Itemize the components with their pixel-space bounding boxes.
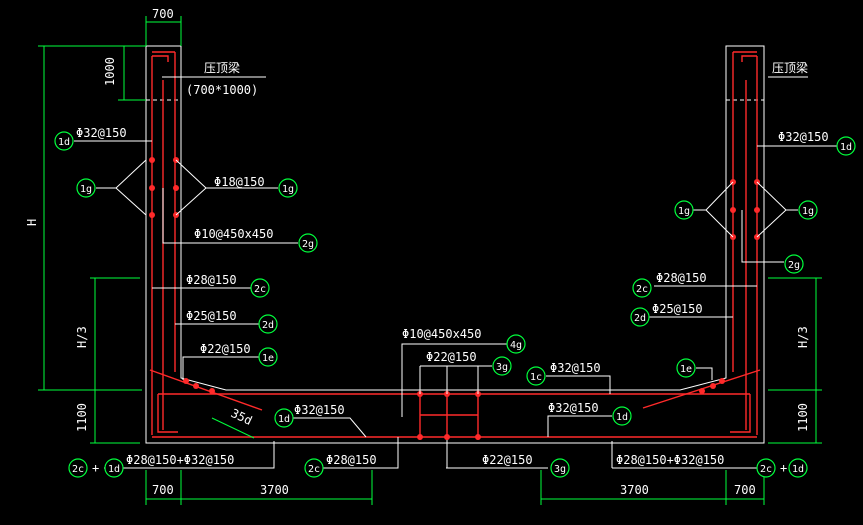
dim-beam-1000: 1000 — [103, 57, 117, 86]
tag-1g-b: 1g — [278, 178, 298, 198]
rebar-haunch-left — [149, 369, 263, 411]
dim-bottom-700-left: 700 — [152, 483, 174, 497]
label-phi10-left: Φ10@450x450 — [194, 227, 273, 241]
rebar — [149, 51, 761, 440]
tag-1g-c: 1g — [674, 200, 694, 220]
label-phi28-32-left: Φ28@150+Φ32@150 — [126, 453, 234, 467]
beam-size-left: (700*1000) — [186, 83, 258, 97]
leader-lines — [74, 76, 838, 469]
tag-1g-a: 1g — [76, 178, 96, 198]
plus-sign-right: + — [780, 461, 787, 475]
tag-2c-c: 2c — [304, 458, 324, 478]
tag-2g-b: 2g — [784, 254, 804, 274]
svg-text:2c: 2c — [760, 464, 772, 475]
dim-bottom-700-right: 700 — [734, 483, 756, 497]
tag-2c-b: 2c — [68, 458, 88, 478]
label-phi18: Φ18@150 — [214, 175, 265, 189]
tag-1d-b: 1d — [274, 408, 294, 428]
label-phi32-slab-left: Φ32@150 — [294, 403, 345, 417]
svg-text:1g: 1g — [282, 184, 294, 195]
dim-third-right: H/3 — [796, 326, 810, 348]
label-phi32-left: Φ32@150 — [76, 126, 127, 140]
section-outline — [145, 45, 765, 444]
tag-1d-a: 1d — [54, 131, 74, 151]
rebar-slab-left-hook — [157, 394, 178, 433]
label-phi22-left: Φ22@150 — [200, 342, 251, 356]
label-phi28-32-right: Φ28@150+Φ32@150 — [616, 453, 724, 467]
label-phi25-left: Φ25@150 — [186, 309, 237, 323]
dim-slab-right: 1100 — [796, 403, 810, 432]
svg-text:1g: 1g — [802, 206, 814, 217]
svg-text:3g: 3g — [496, 362, 508, 373]
svg-text:4g: 4g — [510, 340, 522, 351]
svg-text:2c: 2c — [72, 464, 84, 475]
svg-text:2d: 2d — [262, 320, 274, 331]
tag-2c-d: 2c — [756, 458, 776, 478]
label-phi22-center-bottom: Φ22@150 — [482, 453, 533, 467]
svg-text:1d: 1d — [108, 464, 120, 475]
label-phi32-c: Φ32@150 — [550, 361, 601, 375]
label-phi28-right: Φ28@150 — [656, 271, 707, 285]
dimension-lines — [38, 16, 822, 505]
label-phi28-left: Φ28@150 — [186, 273, 237, 287]
rebar-center-stirrups — [419, 390, 479, 440]
rebar-left-top — [152, 51, 175, 62]
dim-third-left: H/3 — [75, 326, 89, 348]
dim-haunch-35d: 35d — [229, 406, 255, 428]
tag-2g-a: 2g — [298, 233, 318, 253]
beam-name-right: 压顶梁 — [772, 60, 808, 75]
plus-sign-left: + — [92, 461, 99, 475]
svg-text:2g: 2g — [788, 260, 800, 271]
tag-2c-a: 2c — [250, 278, 270, 298]
label-phi28-bottom: Φ28@150 — [326, 453, 377, 467]
svg-text:1c: 1c — [530, 372, 542, 383]
svg-text:2d: 2d — [634, 313, 646, 324]
svg-text:3g: 3g — [554, 464, 566, 475]
dim-bottom-3700-right: 3700 — [620, 483, 649, 497]
label-phi22-center-top: Φ22@150 — [426, 350, 477, 364]
tag-1c: 1c — [526, 366, 546, 386]
svg-text:1e: 1e — [262, 353, 274, 364]
tag-2c-e: 2c — [632, 278, 652, 298]
svg-text:1d: 1d — [278, 414, 290, 425]
tag-1d-f: 1d — [836, 136, 856, 156]
rebar-slab-right-hook — [730, 394, 751, 433]
svg-text:1d: 1d — [840, 142, 852, 153]
tag-4g: 4g — [506, 334, 526, 354]
concrete-outline — [145, 45, 765, 444]
dim-slab-left: 1100 — [75, 403, 89, 432]
svg-text:1d: 1d — [792, 464, 804, 475]
beam-name-left: 压顶梁 — [204, 60, 240, 75]
svg-text:1d: 1d — [616, 412, 628, 423]
svg-text:2c: 2c — [254, 284, 266, 295]
label-phi32-slab-right: Φ32@150 — [548, 401, 599, 415]
dim-top-700: 700 — [152, 7, 174, 21]
svg-text:2c: 2c — [308, 464, 320, 475]
label-phi10-center: Φ10@450x450 — [402, 327, 481, 341]
tag-1d-d: 1d — [612, 406, 632, 426]
svg-text:1d: 1d — [58, 137, 70, 148]
svg-text:1e: 1e — [680, 364, 692, 375]
tag-1d-e: 1d — [788, 458, 808, 478]
dim-bottom-3700-left: 3700 — [260, 483, 289, 497]
tag-1d-c: 1d — [104, 458, 124, 478]
rebar-right-top — [733, 51, 757, 62]
tag-1e-b: 1e — [676, 358, 696, 378]
tag-2d-a: 2d — [258, 314, 278, 334]
tag-3g-b: 3g — [550, 458, 570, 478]
svg-text:2c: 2c — [636, 284, 648, 295]
svg-text:1g: 1g — [678, 206, 690, 217]
tag-1e-a: 1e — [258, 347, 278, 367]
tag-3g-a: 3g — [492, 356, 512, 376]
label-phi25-right: Φ25@150 — [652, 302, 703, 316]
dim-height-h: H — [25, 219, 39, 226]
tag-1g-d: 1g — [798, 200, 818, 220]
svg-text:1g: 1g — [80, 184, 92, 195]
svg-text:2g: 2g — [302, 239, 314, 250]
label-phi32-right: Φ32@150 — [778, 130, 829, 144]
tag-2d-b: 2d — [630, 307, 650, 327]
tag-bubbles: 1d 1g 1g 2g 2c 2d 1e 1d 2c 1d 2c 4g 3g 1… — [54, 131, 856, 478]
